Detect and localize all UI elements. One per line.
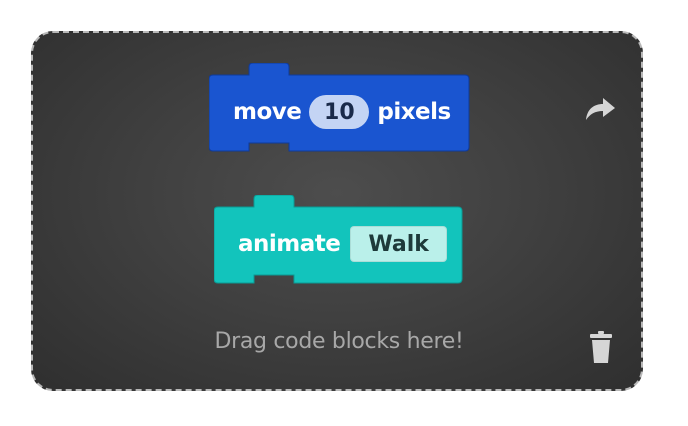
animate-block-content: animate Walk xyxy=(214,195,447,287)
animation-name-input[interactable]: Walk xyxy=(350,226,447,262)
pixels-label: pixels xyxy=(377,99,451,125)
move-label: move xyxy=(233,99,302,125)
drag-hint-text: Drag code blocks here! xyxy=(214,329,464,354)
code-workspace[interactable]: move 10 pixels animate Walk Drag code bl… xyxy=(31,31,643,391)
move-pixels-block[interactable]: move 10 pixels xyxy=(209,63,471,155)
pixels-number-input[interactable]: 10 xyxy=(309,95,370,129)
trash-can-icon[interactable] xyxy=(589,331,613,363)
move-block-content: move 10 pixels xyxy=(209,63,451,155)
animate-label: animate xyxy=(238,231,341,257)
animate-block[interactable]: animate Walk xyxy=(214,195,464,287)
redo-arrow-icon[interactable] xyxy=(584,96,616,122)
